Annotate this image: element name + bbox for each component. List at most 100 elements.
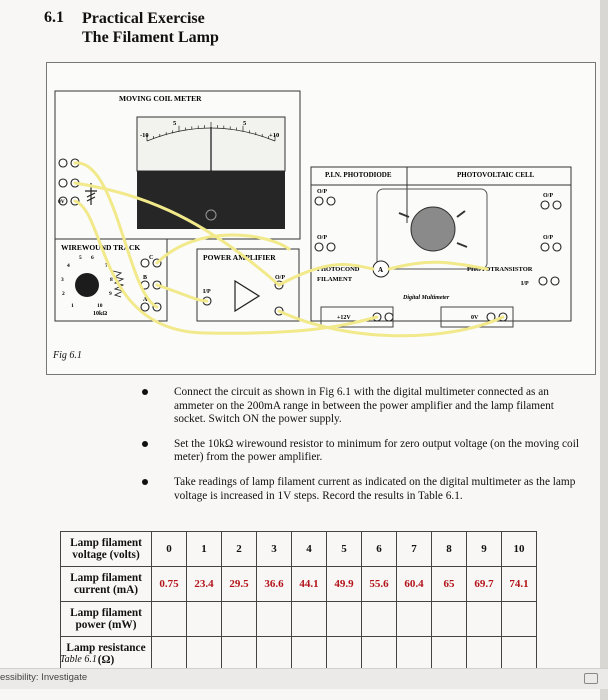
svg-text:3: 3: [61, 277, 64, 283]
filament-lamp: [410, 206, 456, 252]
instruction-item: Set the 10kΩ wirewound resistor to minim…: [140, 438, 580, 465]
svg-text:O/P: O/P: [543, 235, 553, 241]
table-cell: [396, 601, 432, 637]
table-cell: 6: [361, 531, 397, 567]
svg-text:I/P: I/P: [521, 281, 529, 287]
table-caption: Table 6.1: [60, 654, 97, 665]
table-cell: 9: [466, 531, 502, 567]
circuit-diagram: MOVING COIL METER -10 5 5 +10 0V WIREWOU…: [54, 90, 572, 338]
meter-tick-mid-right: 5: [243, 120, 247, 127]
table-cell: 3: [256, 531, 292, 567]
svg-text:C: C: [149, 255, 153, 261]
table-cell: [361, 601, 397, 637]
page-edge: [600, 0, 608, 700]
meter-zero-screw: [205, 209, 217, 221]
svg-text:0V: 0V: [471, 315, 479, 321]
table-cell: [361, 636, 397, 672]
table-cell: [431, 636, 467, 672]
svg-text:O/P: O/P: [543, 193, 553, 199]
wirewound-knob: [75, 273, 99, 297]
table-cell: 8: [431, 531, 467, 567]
table-cell: 7: [396, 531, 432, 567]
table-cell: [256, 636, 292, 672]
table-cell: 36.6: [256, 566, 292, 602]
wirewound-value: 10kΩ: [93, 311, 107, 317]
svg-text:2: 2: [62, 291, 65, 297]
section-title-line-1: Practical Exercise: [82, 10, 205, 27]
table-cell: 1: [186, 531, 222, 567]
meter-box: [54, 90, 301, 240]
accessibility-status[interactable]: essibility: Investigate: [0, 672, 88, 683]
meter-title: MOVING COIL METER: [119, 94, 202, 103]
svg-text:O/P: O/P: [317, 189, 327, 195]
table-cell: 55.6: [361, 566, 397, 602]
status-bar: essibility: Investigate: [0, 668, 608, 689]
svg-text:I/P: I/P: [203, 289, 211, 295]
figure-caption: Fig 6.1: [53, 350, 82, 361]
svg-text:A: A: [378, 266, 383, 274]
meter-terminals: [58, 158, 80, 206]
amplifier-box: [196, 248, 300, 322]
table-cell: 44.1: [291, 566, 327, 602]
meter-scale-ticks: [146, 122, 276, 141]
svg-text:4: 4: [67, 263, 70, 269]
photovoltaic-label: PHOTOVOLTAIC CELL: [457, 171, 535, 179]
amplifier-title: POWER AMPLIFIER: [203, 253, 276, 262]
table-cell: 23.4: [186, 566, 222, 602]
circuit-figure: MOVING COIL METER -10 5 5 +10 0V WIREWOU…: [46, 62, 596, 375]
table-cell: [256, 601, 292, 637]
amplifier-triangle: [234, 279, 261, 313]
multimeter-label: Digital Multimeter: [402, 295, 450, 301]
section-number: 6.1: [44, 9, 64, 26]
table-cell: 49.9: [326, 566, 362, 602]
svg-text:7: 7: [105, 263, 108, 269]
row-header: Lamp filament voltage (volts): [60, 531, 152, 567]
row-header: Lamp filament current (mA): [60, 566, 152, 602]
photodiode-label: P.I.N. PHOTODIODE: [325, 171, 392, 179]
table-cell: 60.4: [396, 566, 432, 602]
svg-text:10: 10: [97, 303, 103, 309]
instruction-list: Connect the circuit as shown in Fig 6.1 …: [140, 386, 580, 514]
table-cell: [466, 601, 502, 637]
table-cell: 0: [151, 531, 187, 567]
meter-tick-left: -10: [140, 132, 149, 139]
svg-text:8: 8: [110, 277, 113, 283]
table-row: Lamp filament power (mW): [60, 601, 537, 637]
meter-tick-mid-left: 5: [173, 120, 177, 127]
svg-text:B: B: [143, 275, 147, 281]
table-cell: [186, 636, 222, 672]
row-header: Lamp filament power (mW): [60, 601, 152, 637]
table-cell: 2: [221, 531, 257, 567]
section-title: Practical Exercise The Filament Lamp: [82, 9, 219, 47]
meter-0v-label: 0V: [58, 199, 65, 205]
table-cell: [291, 636, 327, 672]
table-cell: [221, 636, 257, 672]
svg-text:5: 5: [79, 255, 82, 261]
table-cell: 29.5: [221, 566, 257, 602]
instruction-item: Connect the circuit as shown in Fig 6.1 …: [140, 386, 580, 427]
display-settings-icon[interactable]: [584, 673, 598, 684]
instruction-item: Take readings of lamp filament current a…: [140, 476, 580, 503]
meter-tick-right: +10: [269, 132, 279, 139]
wirewound-box: [54, 238, 168, 322]
table-cell: [326, 636, 362, 672]
bullet-dot: [142, 389, 148, 395]
svg-text:6: 6: [91, 255, 94, 261]
svg-text:O/P: O/P: [275, 275, 285, 281]
photocond-label: PHOTOCOND: [317, 266, 360, 273]
table-cell: [151, 636, 187, 672]
bullet-dot: [142, 440, 148, 447]
table-cell: [501, 636, 537, 672]
filament-label: FILAMENT: [317, 276, 353, 283]
table-cell: [396, 636, 432, 672]
table-row: Lamp resistance (Ω): [60, 636, 537, 672]
meter-body: [137, 171, 285, 229]
amplifier-terminals: [202, 280, 284, 316]
table-cell: [221, 601, 257, 637]
table-cell: [326, 601, 362, 637]
table-cell: [466, 636, 502, 672]
